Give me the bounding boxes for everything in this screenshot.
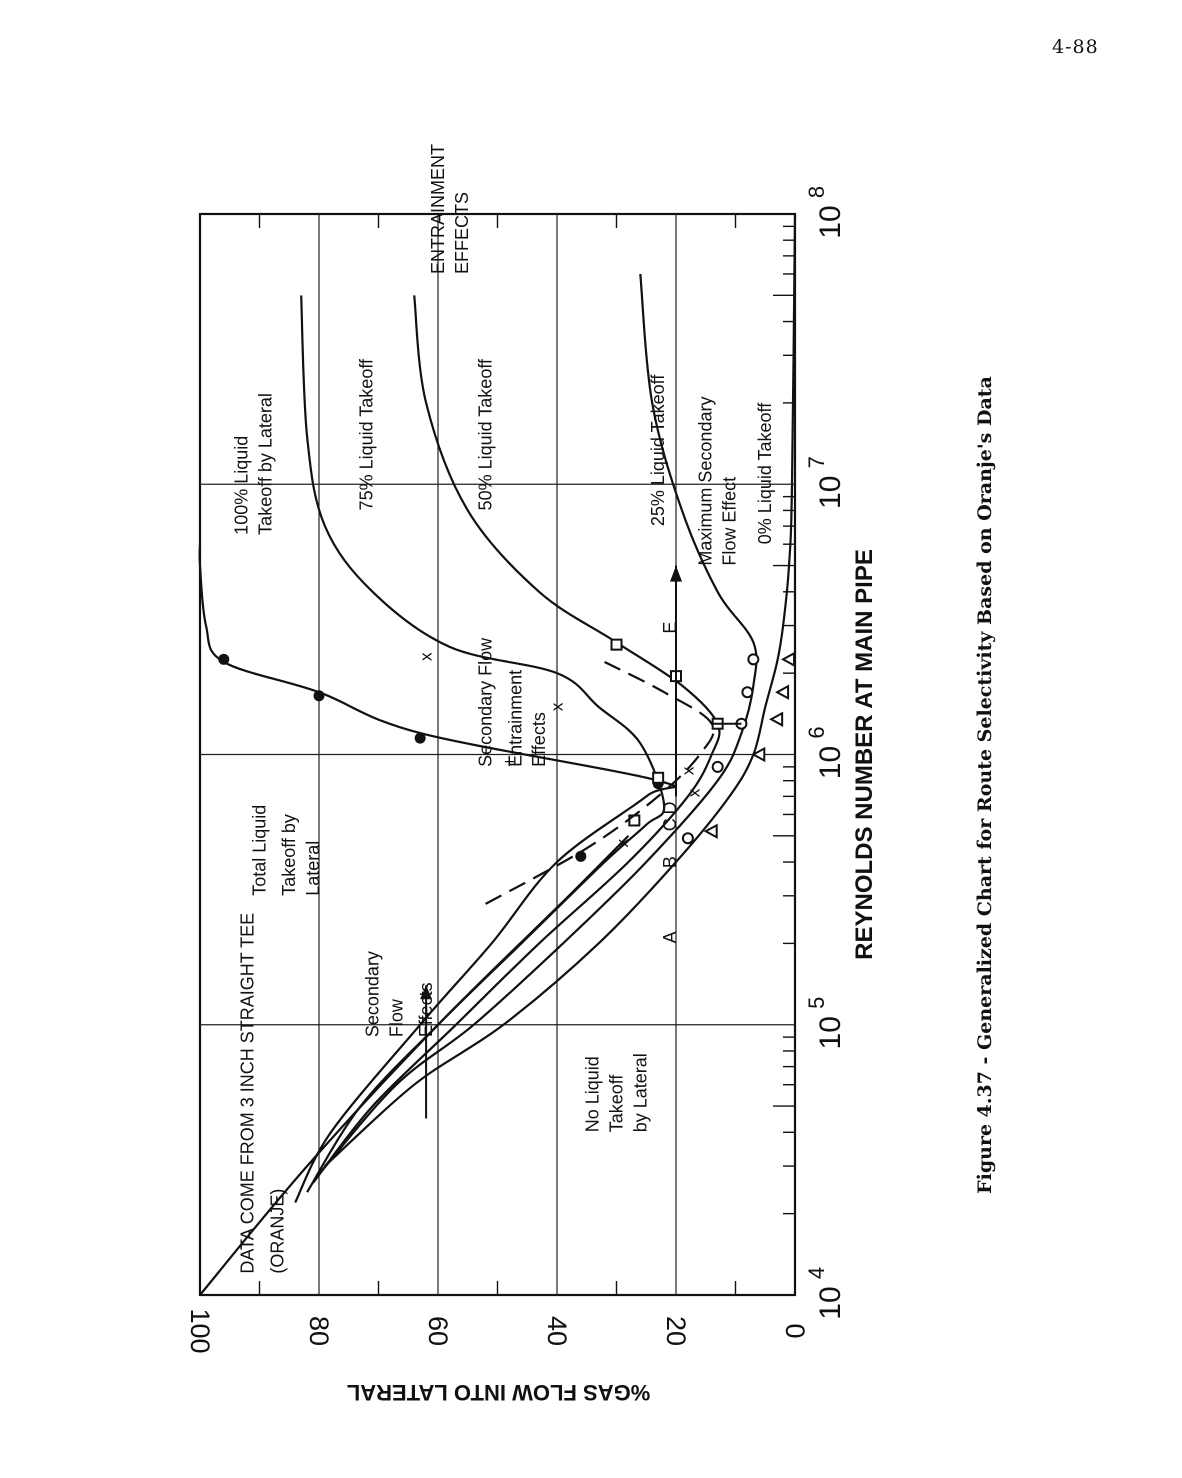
annotation-label: Lateral [303, 841, 323, 896]
data-point: x [548, 702, 567, 711]
annotation-label: Flow [386, 998, 406, 1037]
annotation-label: Secondary [363, 951, 383, 1037]
series-line [318, 273, 758, 1175]
annotation-label: Effects [529, 712, 549, 767]
x-tick-base: 10 [814, 476, 847, 509]
annotation-label: 75% Liquid Takeoff [357, 358, 377, 510]
x-tick-label: 10 7 [804, 456, 847, 509]
data-point [775, 684, 790, 700]
caption-text: Figure 4.37 - Generalized Chart for Rout… [974, 376, 996, 1194]
x-tick-exp: 8 [804, 186, 829, 198]
annotation-label: Entrainment [505, 670, 525, 767]
data-point [652, 771, 665, 784]
annotation-label: Takeoff by Lateral [255, 393, 275, 535]
y-tick-label: 60 [423, 1316, 453, 1346]
page-number: 4-88 [1052, 36, 1099, 58]
data-point [414, 732, 426, 744]
arrow-head [670, 565, 682, 582]
data-point: x [678, 766, 697, 775]
annotation-label: EFFECTS [452, 192, 472, 274]
x-tick-base: 10 [814, 746, 847, 779]
x-tick-base: 10 [814, 1016, 847, 1049]
x-tick-base: 10 [814, 1286, 847, 1319]
annotation-label: 100% Liquid [232, 436, 252, 535]
annotation-label: E [660, 622, 680, 634]
y-tick-label: 100 [185, 1308, 215, 1353]
data-point [703, 823, 718, 839]
x-axis-label: REYNOLDS NUMBER AT MAIN PIPE [851, 549, 878, 960]
x-tick-exp: 7 [804, 456, 829, 468]
data-point [681, 832, 694, 845]
annotation-label: B [660, 856, 680, 868]
data-point: x [417, 652, 436, 661]
annotation-label: DATA COME FROM 3 INCH STRAIGHT TEE [238, 913, 258, 1274]
annotation-label: Total Liquid [250, 805, 270, 896]
y-tick-label: 0 [780, 1323, 810, 1338]
x-tick-base: 10 [814, 205, 847, 238]
annotation-label: + [499, 756, 519, 767]
annotation-label: by Lateral [630, 1053, 650, 1132]
arrow-head [420, 985, 433, 1000]
data-point [218, 653, 230, 665]
x-tick-exp: 4 [804, 1267, 829, 1279]
series-line [485, 661, 715, 905]
data-point [610, 638, 623, 651]
annotation-label: Maximum Secondary [696, 397, 716, 566]
y-axis-label: %GAS FLOW INTO LATERAL [347, 1380, 651, 1405]
annotation-label: Takeoff by [279, 814, 299, 896]
annotation-label: D [660, 801, 680, 814]
series-line [312, 295, 721, 1184]
annotation-label: C [660, 818, 680, 831]
y-tick-label: 20 [661, 1316, 691, 1346]
annotation-label: A [660, 931, 680, 943]
data-point [769, 711, 784, 727]
data-point [780, 651, 796, 668]
figure-caption: Figure 4.37 - Generalized Chart for Rout… [905, 345, 1065, 1225]
annotation-label: Secondary Flow [476, 637, 496, 767]
x-tick-label: 10 6 [804, 726, 847, 779]
annotation-label: Flow Effect [720, 477, 740, 566]
y-tick-label: 40 [542, 1316, 572, 1346]
data-point [575, 850, 587, 862]
data-point [741, 686, 754, 699]
x-tick-label: 10 8 [804, 186, 847, 239]
annotation-label: 0% Liquid Takeoff [755, 402, 775, 544]
annotation-label: (ORANJE) [267, 1189, 287, 1274]
x-tick-label: 10 4 [804, 1267, 847, 1320]
x-tick-exp: 5 [804, 997, 829, 1009]
data-point [751, 746, 766, 763]
data-point: x [684, 788, 703, 797]
data-point [313, 690, 325, 702]
annotation-label: Takeoff [607, 1074, 627, 1133]
annotation-label: 50% Liquid Takeoff [476, 358, 496, 510]
series-line [324, 213, 797, 1167]
annotation-label: No Liquid [583, 1056, 603, 1132]
x-tick-label: 10 5 [804, 997, 847, 1050]
annotation-label: 25% Liquid Takeoff [648, 374, 668, 526]
x-tick-exp: 6 [804, 726, 829, 738]
data-point [711, 760, 724, 773]
annotation-label: ENTRAINMENT [428, 144, 448, 274]
data-point [747, 653, 760, 666]
series-line [199, 835, 630, 1296]
y-tick-label: 80 [304, 1316, 334, 1346]
